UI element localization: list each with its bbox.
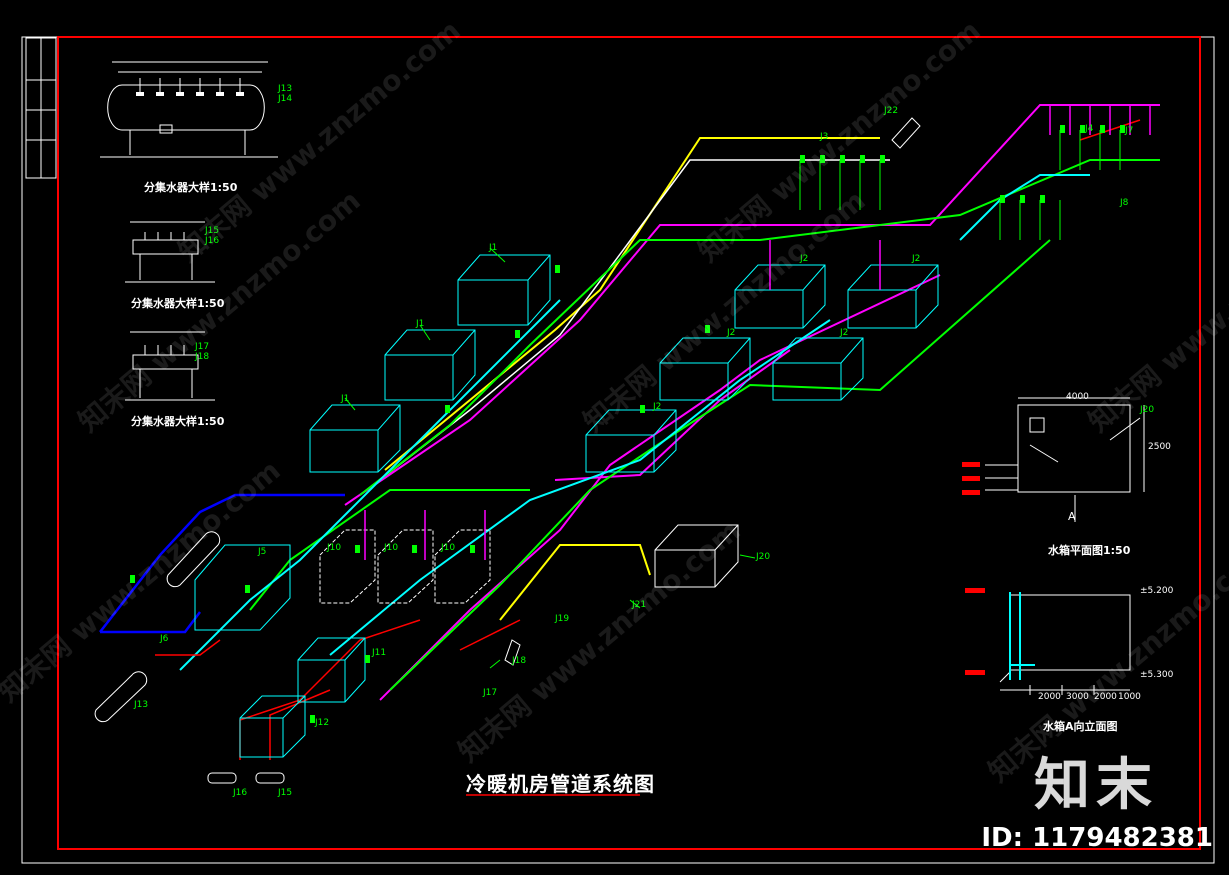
detail-tag-3a: J17: [195, 342, 210, 352]
detail-tag-3b: J18: [195, 352, 210, 362]
tank-plan-title: 水箱平面图1:50: [1048, 544, 1131, 557]
tank-elev-level-1: ±5.200: [1140, 586, 1174, 596]
tank-elev-dim-2: 3000: [1066, 692, 1089, 702]
chiller-units: [194, 254, 939, 758]
tank-elev-dim-1: 2000: [1038, 692, 1061, 702]
detail-tag-1b: J14: [278, 94, 293, 104]
detail-tag-1a: J13: [278, 84, 293, 94]
tank-plan-dim-width: 4000: [1066, 392, 1089, 402]
vertical-risers: [799, 130, 1121, 240]
tag-J18: J18: [512, 656, 527, 666]
pump-units-white: [319, 529, 491, 604]
detail-tag-2b: J16: [205, 236, 220, 246]
tank-plan-section-mark: A: [1068, 510, 1076, 523]
tag-J2-c: J2: [727, 328, 736, 338]
id-label: ID: 1179482381: [981, 823, 1213, 853]
tank-plan-red-tags: [962, 462, 980, 495]
tag-J1-c: J1: [341, 394, 350, 404]
tag-J5: J5: [258, 547, 267, 557]
tank-plan-view: [985, 397, 1145, 522]
tag-J6: J6: [160, 634, 169, 644]
tank-elev-dim-3: 2000: [1094, 692, 1117, 702]
detail-title-1: 分集水器大样1:50: [144, 181, 238, 194]
drawing-title: 冷暖机房管道系统图: [466, 772, 655, 796]
detail-title-2: 分集水器大样1:50: [131, 297, 225, 310]
detail-tag-2a: J15: [205, 226, 220, 236]
tank-plan-tag: J20: [1140, 405, 1155, 415]
tag-J3: J3: [820, 132, 829, 142]
water-tank-J20: [654, 524, 739, 588]
tag-J22: J22: [884, 106, 899, 116]
pipe-cyan-main: [179, 174, 1090, 671]
tag-J8: J8: [1120, 198, 1129, 208]
tag-leaders: [344, 247, 756, 669]
tag-J1-a: J1: [489, 243, 498, 253]
tag-J2-e: J2: [653, 402, 662, 412]
tag-J1-b: J1: [416, 319, 425, 329]
tank-plan-dim-depth: 2500: [1148, 442, 1171, 452]
tag-J10-a: J10: [327, 543, 342, 553]
detail-collector-1: [100, 61, 278, 158]
tank-elev-level-2: ±5.300: [1140, 670, 1174, 680]
tag-J2-d: J2: [840, 328, 849, 338]
pipe-white-main: [379, 159, 890, 481]
tag-J13: J13: [134, 700, 149, 710]
tag-J2-a: J2: [800, 254, 809, 264]
tag-J10-b: J10: [384, 543, 399, 553]
magenta-risers: [364, 105, 1151, 560]
collector-cylinders: [94, 117, 921, 784]
tag-J16: J16: [233, 788, 248, 798]
pipe-magenta-main: [344, 104, 1160, 701]
detail-title-3: 分集水器大样1:50: [131, 415, 225, 428]
tag-J2-b: J2: [912, 254, 921, 264]
detail-collector-2: [125, 221, 215, 283]
tank-elevation-pipes: [1009, 592, 1035, 680]
tag-J19: J19: [555, 614, 570, 624]
brand-logo: 知末: [1034, 753, 1158, 818]
detail-collector-1-fittings: [136, 92, 244, 96]
tag-J10-c: J10: [441, 543, 456, 553]
tag-J20: J20: [756, 552, 771, 562]
valve-marks: [130, 125, 1125, 723]
tag-J12: J12: [315, 718, 330, 728]
title-block-strip: [25, 37, 57, 179]
tag-J15: J15: [278, 788, 293, 798]
tag-J7: J7: [1125, 126, 1134, 136]
tag-J21: J21: [632, 600, 647, 610]
detail-collector-3: [125, 331, 215, 401]
tank-elevation-red-tags: [965, 588, 985, 675]
tag-J17: J17: [483, 688, 498, 698]
inner-frame: [57, 36, 1201, 850]
pipe-green-main: [249, 159, 1160, 691]
pipe-yellow-main: [384, 137, 880, 621]
tank-elev-dim-4: 1000: [1118, 692, 1141, 702]
tank-elevation-title: 水箱A向立面图: [1043, 720, 1118, 733]
pipe-blue-line: [99, 493, 345, 634]
tag-J4: J4: [1085, 124, 1094, 134]
tag-J11: J11: [372, 648, 387, 658]
